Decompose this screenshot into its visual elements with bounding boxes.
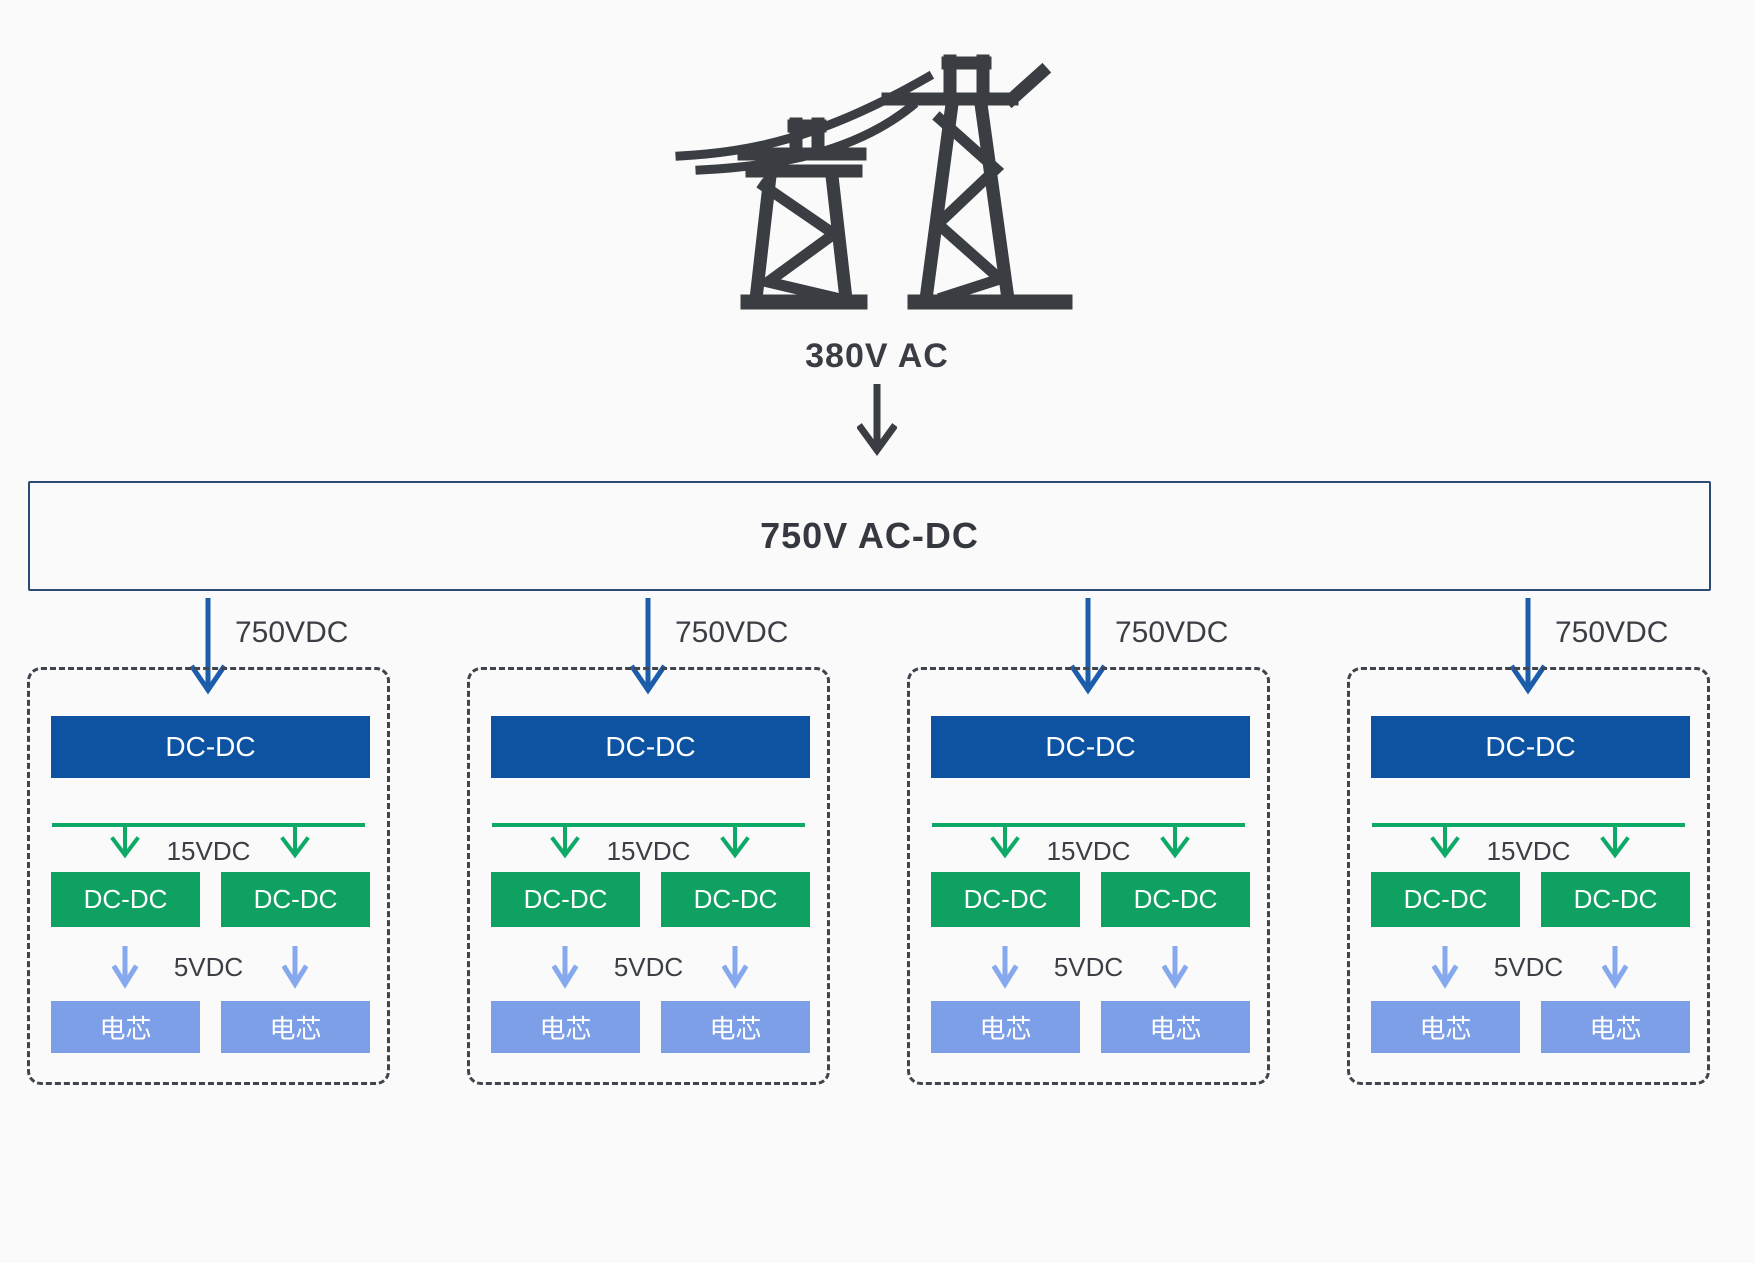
stage1-dcdc-label: DC-DC xyxy=(605,731,696,762)
module-dashed-frame xyxy=(467,667,830,1085)
bus-manifold-arrows-icon xyxy=(932,823,1245,859)
battery-cell-label: 电芯 xyxy=(99,1013,152,1044)
transmission-tower-icon xyxy=(675,54,1073,310)
module-dashed-frame xyxy=(27,667,390,1085)
cell-voltage-label: 5VDC xyxy=(173,952,244,982)
stage1-dcdc-label: DC-DC xyxy=(165,731,256,762)
cell-arrow-icon xyxy=(112,946,138,989)
bus-voltage-label: 15VDC xyxy=(1486,836,1571,866)
stage1-dcdc-box: DC-DC xyxy=(51,716,370,778)
branch-voltage-label: 750VDC xyxy=(1115,616,1229,649)
cell-arrow-icon xyxy=(282,946,308,989)
battery-cell-label: 电芯 xyxy=(1419,1013,1472,1044)
grid-to-rectifier-arrow-icon xyxy=(857,384,897,456)
stage2-dcdc-box-right: DC-DC xyxy=(1541,872,1690,927)
bus-voltage-label: 15VDC xyxy=(1046,836,1131,866)
battery-cell-box-right: 电芯 xyxy=(221,1001,370,1053)
branch-arrow-icon xyxy=(1069,598,1107,695)
converter-module-3: 750VDC DC-DC 15VDC DC-DC DC-DC 5VDC 电芯 电… xyxy=(907,596,1270,1096)
battery-cell-box-right: 电芯 xyxy=(661,1001,810,1053)
cell-voltage-label: 5VDC xyxy=(1493,952,1564,982)
battery-cell-label: 电芯 xyxy=(979,1013,1032,1044)
stage2-dcdc-label: DC-DC xyxy=(963,884,1048,914)
cell-arrow-icon xyxy=(992,946,1018,989)
cell-arrow-icon xyxy=(1432,946,1458,989)
stage2-dcdc-box-right: DC-DC xyxy=(661,872,810,927)
converter-module-2: 750VDC DC-DC 15VDC DC-DC DC-DC 5VDC 电芯 电… xyxy=(467,596,830,1096)
stage1-dcdc-box: DC-DC xyxy=(491,716,810,778)
battery-cell-box-right: 电芯 xyxy=(1101,1001,1250,1053)
battery-cell-box-left: 电芯 xyxy=(491,1001,640,1053)
branch-voltage-label: 750VDC xyxy=(675,616,789,649)
stage2-dcdc-label: DC-DC xyxy=(253,884,338,914)
bus-manifold-arrows-icon xyxy=(1372,823,1685,859)
branch-voltage-label: 750VDC xyxy=(1555,616,1669,649)
stage2-dcdc-label: DC-DC xyxy=(1403,884,1488,914)
stage2-dcdc-label: DC-DC xyxy=(1573,884,1658,914)
bus-manifold-arrows-icon xyxy=(52,823,365,859)
bus-voltage-label: 15VDC xyxy=(166,836,251,866)
rectifier-label: 750V AC-DC xyxy=(760,515,979,556)
module-dashed-frame xyxy=(1347,667,1710,1085)
stage2-dcdc-box-left: DC-DC xyxy=(931,872,1080,927)
converter-module-1: 750VDC DC-DC 15VDC DC-DC DC-DC 5VDC 电芯 电… xyxy=(27,596,390,1096)
battery-cell-label: 电芯 xyxy=(709,1013,762,1044)
battery-cell-label: 电芯 xyxy=(1149,1013,1202,1044)
stage1-dcdc-box: DC-DC xyxy=(1371,716,1690,778)
bus-voltage-label: 15VDC xyxy=(606,836,691,866)
battery-cell-box-left: 电芯 xyxy=(1371,1001,1520,1053)
cell-voltage-label: 5VDC xyxy=(613,952,684,982)
branch-arrow-icon xyxy=(189,598,227,695)
stage2-dcdc-box-left: DC-DC xyxy=(51,872,200,927)
stage1-dcdc-label: DC-DC xyxy=(1485,731,1576,762)
stage2-dcdc-label: DC-DC xyxy=(1133,884,1218,914)
branch-arrow-icon xyxy=(629,598,667,695)
stage2-dcdc-box-right: DC-DC xyxy=(1101,872,1250,927)
battery-cell-box-right: 电芯 xyxy=(1541,1001,1690,1053)
cell-voltage-label: 5VDC xyxy=(1053,952,1124,982)
battery-cell-box-left: 电芯 xyxy=(931,1001,1080,1053)
stage2-dcdc-label: DC-DC xyxy=(83,884,168,914)
rectifier-box: 750V AC-DC xyxy=(28,481,1711,591)
battery-cell-label: 电芯 xyxy=(269,1013,322,1044)
stage2-dcdc-box-left: DC-DC xyxy=(491,872,640,927)
module-dashed-frame xyxy=(907,667,1270,1085)
bus-manifold-arrows-icon xyxy=(492,823,805,859)
stage2-dcdc-box-left: DC-DC xyxy=(1371,872,1520,927)
cell-arrow-icon xyxy=(1602,946,1628,989)
stage1-dcdc-box: DC-DC xyxy=(931,716,1250,778)
stage2-dcdc-box-right: DC-DC xyxy=(221,872,370,927)
grid-voltage-label: 380V AC xyxy=(805,337,949,375)
battery-cell-box-left: 电芯 xyxy=(51,1001,200,1053)
branch-voltage-label: 750VDC xyxy=(235,616,349,649)
cell-arrow-icon xyxy=(552,946,578,989)
cell-arrow-icon xyxy=(722,946,748,989)
stage1-dcdc-label: DC-DC xyxy=(1045,731,1136,762)
stage2-dcdc-label: DC-DC xyxy=(523,884,608,914)
converter-module-4: 750VDC DC-DC 15VDC DC-DC DC-DC 5VDC 电芯 电… xyxy=(1347,596,1710,1096)
branch-arrow-icon xyxy=(1509,598,1547,695)
battery-cell-label: 电芯 xyxy=(539,1013,592,1044)
cell-arrow-icon xyxy=(1162,946,1188,989)
stage2-dcdc-label: DC-DC xyxy=(693,884,778,914)
battery-cell-label: 电芯 xyxy=(1589,1013,1642,1044)
